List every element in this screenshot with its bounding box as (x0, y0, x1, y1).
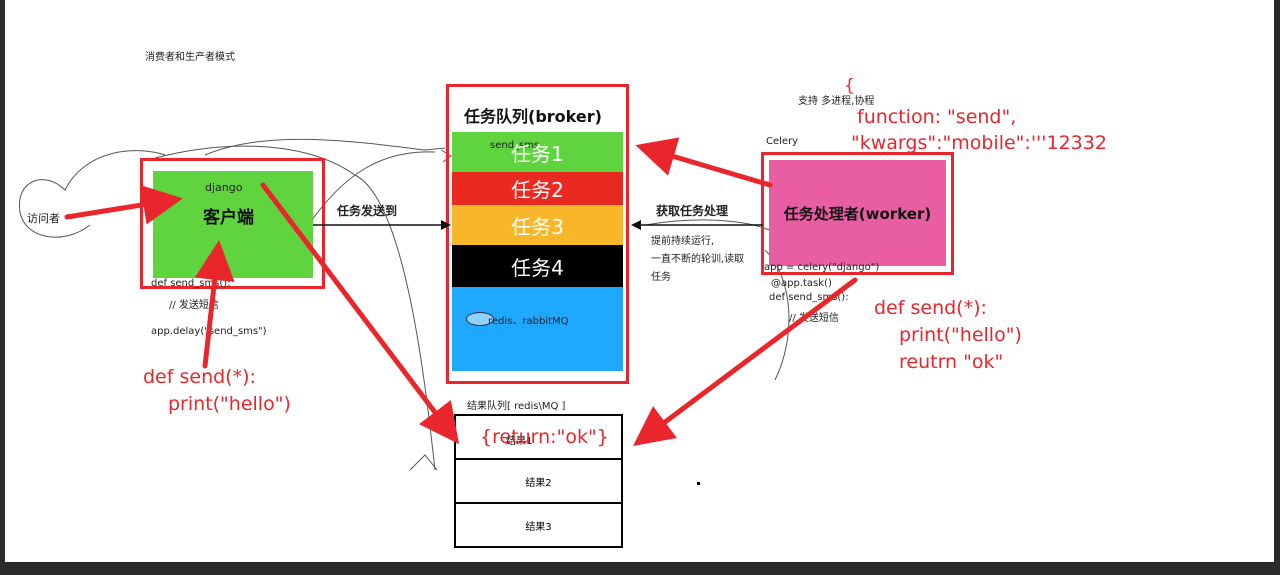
client-annotation-line-2: print("hello") (168, 393, 291, 415)
worker-code-line-1: app = celery("django") (764, 262, 880, 273)
payload-line-1: { (844, 76, 855, 96)
worker-annotation-line-1: def send(*): (874, 297, 987, 319)
task-1: send_sms 任务1 (452, 132, 623, 172)
result-2-label: 结果2 (525, 477, 552, 489)
fetch-note-line-1: 提前持续运行, (651, 236, 715, 247)
result-1-label: 结果1 (506, 436, 533, 447)
payload-line-2: function: "send", (857, 106, 1017, 128)
worker-code-line-3: def send_sms(): (769, 292, 849, 303)
redis-logo-icon (466, 312, 494, 326)
client-annotation-line-1: def send(*): (143, 366, 256, 388)
task-2: 任务2 (452, 172, 623, 205)
dot-mark (697, 482, 700, 485)
task-4: 任务4 (452, 245, 623, 287)
result-3-label: 结果3 (525, 521, 552, 533)
results-box: 结果1 {return:"ok"} 结果2 结果3 (454, 414, 623, 548)
visitor-label: 访问者 (27, 212, 60, 225)
diagram-title: 消费者和生产者模式 (145, 52, 235, 63)
task-4-label: 任务4 (511, 255, 564, 280)
worker-annotation-line-2: print("hello") (899, 324, 1022, 346)
worker-box: 任务处理者(worker) (761, 152, 954, 275)
worker-label: 任务处理者(worker) (783, 204, 932, 223)
result-row-1: 结果1 {return:"ok"} (456, 416, 621, 460)
client-code-line-1: def send_sms(): (151, 278, 231, 289)
broker-storage: redis、rabbitMQ (452, 287, 623, 371)
broker-title: 任务队列(broker) (464, 107, 602, 126)
payload-line-3: "kwargs":"mobile":'''12332 (851, 132, 1107, 154)
fetch-note-line-2: 一直不断的轮训,读取 (651, 254, 745, 265)
worker-note: 支持 多进程,协程 (798, 96, 875, 107)
fetch-label: 获取任务处理 (656, 204, 729, 218)
task-2-label: 任务2 (511, 178, 564, 202)
diagram-canvas: 消费者和生产者模式 访问者 django 客户端 def send_sms():… (5, 0, 1274, 562)
fetch-note-line-3: 任务 (651, 272, 671, 283)
broker-storage-label: redis、rabbitMQ (488, 316, 569, 327)
worker-code-line-4: // 发送短信 (789, 313, 839, 324)
task-1-label: 任务1 (511, 142, 564, 166)
result-row-2: 结果2 (456, 460, 621, 504)
task-3: 任务3 (452, 205, 623, 245)
task-1-sub: send_sms (490, 140, 540, 151)
client-code-line-3: app.delay("send_sms") (151, 326, 267, 337)
client-code-line-2: // 发送短信 (169, 300, 219, 311)
worker-annotation-line-3: reutrn "ok" (899, 351, 1004, 373)
client-framework: django (205, 181, 243, 194)
result-return-value: {return:"ok"} (480, 426, 609, 448)
client-label: 客户端 (203, 208, 254, 228)
worker-framework: Celery (766, 136, 799, 147)
result-row-3: 结果3 (456, 504, 621, 546)
arrow-worker-to-task1 (635, 137, 773, 188)
task-3-label: 任务3 (511, 214, 564, 239)
broker-box: 任务队列(broker) send_sms 任务1 任务2 任务3 任务4 re… (446, 84, 629, 384)
arrow-worker-to-result (632, 277, 858, 446)
client-box: django 客户端 (140, 158, 325, 289)
results-title: 结果队列[ redis\MQ ] (467, 401, 566, 412)
send-to-label: 任务发送到 (337, 204, 398, 218)
worker-fill: 任务处理者(worker) (769, 160, 946, 266)
client-fill: django 客户端 (153, 171, 313, 278)
worker-code-line-2: @app.task() (771, 278, 832, 289)
